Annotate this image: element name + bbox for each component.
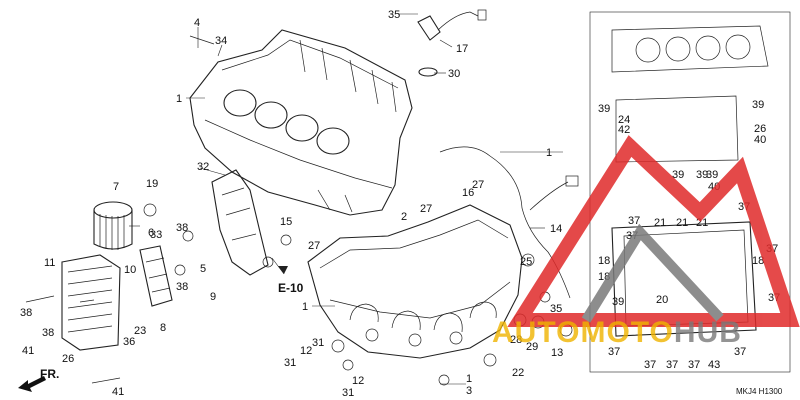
- callout-label: 39: [612, 296, 624, 308]
- callout-label: 40: [754, 134, 766, 146]
- callout-label: 8: [160, 322, 166, 334]
- callout-label: 27: [420, 203, 432, 215]
- front-direction-label: FR.: [40, 367, 59, 381]
- callout-label: 16: [462, 187, 474, 199]
- callout-label: 12: [300, 345, 312, 357]
- callout-label: 14: [550, 223, 562, 235]
- watermark-text-middle: MOTO: [580, 316, 673, 349]
- callout-label: 39: [672, 169, 684, 181]
- callout-label: 24: [618, 114, 630, 126]
- callout-label: 37: [666, 359, 678, 371]
- callout-label: 30: [448, 68, 460, 80]
- callout-label: 7: [113, 181, 119, 193]
- callout-label: 38: [42, 327, 54, 339]
- svg-text:AUTOMOTOHUB: AUTOMOTOHUB: [492, 316, 742, 349]
- callout-label: 12: [352, 375, 364, 387]
- oil-pressure-switch-illustration: [417, 9, 487, 77]
- oil-cooler-illustration: [61, 254, 121, 351]
- figure-code: MKJ4 H1300: [736, 387, 783, 396]
- callout-label: 9: [210, 291, 216, 303]
- callout-label: 35: [550, 303, 562, 315]
- callout-label: 37: [688, 359, 700, 371]
- callout-label: 18: [752, 255, 764, 267]
- watermark-logo: [507, 135, 800, 327]
- callout-label: 1: [546, 147, 552, 159]
- callout-label: 38: [176, 281, 188, 293]
- callout-label: 39: [696, 169, 708, 181]
- callout-label: 43: [708, 359, 720, 371]
- callout-label: 26: [62, 353, 74, 365]
- callout-label: 23: [134, 325, 146, 337]
- callout-label: 1: [302, 301, 308, 313]
- callout-label: 10: [124, 264, 136, 276]
- callout-label: 31: [284, 357, 296, 369]
- callout-label: 27: [472, 179, 484, 191]
- section-reference-label: E-10: [278, 281, 304, 295]
- callout-label: 22: [512, 367, 524, 379]
- front-direction-arrow: FR.: [18, 367, 59, 392]
- callout-label: 1: [466, 373, 472, 385]
- callout-label: 21: [654, 217, 666, 229]
- callout-label: 37: [608, 346, 620, 358]
- callout-label: 31: [342, 387, 354, 399]
- callout-label: 2: [401, 211, 407, 223]
- callout-label: 1: [176, 93, 182, 105]
- section-reference: E-10: [271, 257, 304, 295]
- callout-label: 34: [215, 35, 227, 47]
- watermark-text-left: AUTO: [492, 316, 580, 349]
- watermark-text: AUTOMOTOHUB: [492, 316, 742, 349]
- small-hardware-illustration: [25, 35, 573, 386]
- leader-lines: [129, 13, 563, 385]
- breather-cover-illustration: [211, 169, 269, 276]
- callout-label: 36: [123, 336, 135, 348]
- callout-label: 28: [510, 334, 522, 346]
- callout-label: 38: [176, 222, 188, 234]
- watermark-text-right: HUB: [674, 316, 742, 349]
- callout-label: 42: [618, 124, 630, 136]
- callout-label: 5: [200, 263, 206, 275]
- callout-label: 39: [706, 169, 718, 181]
- callout-label: 31: [312, 337, 324, 349]
- callout-label: 21: [676, 217, 688, 229]
- callout-label: 27: [308, 240, 320, 252]
- callout-label: 25: [520, 256, 532, 268]
- callout-label: 6: [148, 227, 154, 239]
- callout-label: 17: [456, 43, 468, 55]
- callout-label: 33: [150, 229, 162, 241]
- callout-label: 32: [197, 161, 209, 173]
- upper-crankcase-illustration: [189, 29, 413, 216]
- callout-label: 4: [194, 17, 200, 29]
- lower-crankcase-illustration: [307, 204, 523, 359]
- callout-label: 39: [752, 99, 764, 111]
- callout-label: 11: [44, 257, 55, 269]
- callout-numbers: 1 1 1 1 2 3 4 5 6 7 8 9 10 11 12 12 13 1…: [20, 9, 780, 399]
- callout-label: 13: [551, 347, 563, 359]
- callout-label: 26: [754, 123, 766, 135]
- callout-label: 38: [20, 307, 32, 319]
- callout-label: 37: [644, 359, 656, 371]
- callout-label: 41: [112, 386, 124, 398]
- callout-label: 15: [280, 216, 292, 228]
- callout-label: 37: [628, 215, 640, 227]
- callout-label: 35: [388, 9, 400, 21]
- callout-label: 29: [526, 341, 538, 353]
- callout-label: 37: [734, 346, 746, 358]
- oil-filter-illustration: [93, 201, 133, 250]
- callout-label: 18: [598, 255, 610, 267]
- callout-label: 20: [656, 294, 668, 306]
- callout-label: 41: [22, 345, 34, 357]
- callout-label: 3: [466, 385, 472, 397]
- oil-pipe-illustration: [139, 245, 173, 307]
- callout-label: 19: [146, 178, 158, 190]
- callout-label: 39: [598, 103, 610, 115]
